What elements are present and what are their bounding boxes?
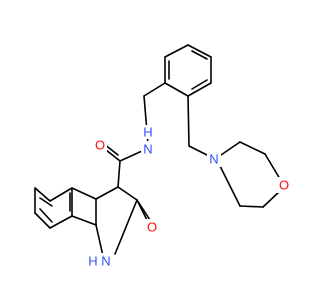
morpholine-oxygen-label: O xyxy=(279,178,289,193)
bond-38 xyxy=(39,208,53,223)
bond-34 xyxy=(34,212,51,229)
lactam-hydrogen-label: H xyxy=(88,254,97,269)
bond-9 xyxy=(143,82,166,97)
bond-35 xyxy=(49,215,73,229)
bond-32 xyxy=(34,187,51,202)
bond-22 xyxy=(117,160,121,188)
bond-11 xyxy=(187,95,190,147)
bond-17 xyxy=(239,205,264,208)
lactam-nitrogen-label: N xyxy=(101,254,110,269)
molecule-structure: O N H N O O H N xyxy=(34,44,291,269)
o-morpholine-bg xyxy=(277,177,291,193)
bond-4 xyxy=(164,82,189,97)
bond-31 xyxy=(49,187,73,202)
bond-23 xyxy=(117,186,138,201)
amide-hydrogen-label: H xyxy=(143,125,152,140)
bond-16 xyxy=(262,190,281,208)
bond-0 xyxy=(164,44,189,58)
o-lactam-bg xyxy=(145,219,159,235)
bond-15 xyxy=(264,153,281,180)
bond-7 xyxy=(191,79,208,90)
h-amide-bg xyxy=(142,125,154,139)
bond-30 xyxy=(95,224,104,257)
o-carbonyl-bg xyxy=(93,137,107,153)
h-lactam-bg xyxy=(87,253,99,269)
morpholine-nitrogen-label: N xyxy=(209,152,218,167)
bond-layer xyxy=(34,44,281,257)
bond-18 xyxy=(219,165,241,207)
carbonyl-oxygen-label: O xyxy=(95,138,105,153)
bond-3 xyxy=(187,82,212,97)
bond-14 xyxy=(239,141,266,155)
amide-nitrogen-label: N xyxy=(143,142,152,157)
atom-label-layer: O N H N O O H N xyxy=(87,125,291,269)
bond-28 xyxy=(71,187,97,200)
bond-27 xyxy=(95,186,119,200)
bond-37 xyxy=(39,197,53,207)
lactam-oxygen-label: O xyxy=(147,220,157,235)
bond-20 xyxy=(105,149,121,162)
bond-26 xyxy=(114,199,138,255)
n-amide-bg xyxy=(141,141,155,157)
n-morpholine-bg xyxy=(207,151,221,167)
n-lactam-bg xyxy=(99,253,113,269)
bond-19 xyxy=(119,150,143,162)
bond-40 xyxy=(71,215,97,226)
bond-12 xyxy=(188,145,210,157)
bond-13 xyxy=(220,141,241,156)
bond-1 xyxy=(187,44,212,58)
bond-6 xyxy=(191,50,208,60)
